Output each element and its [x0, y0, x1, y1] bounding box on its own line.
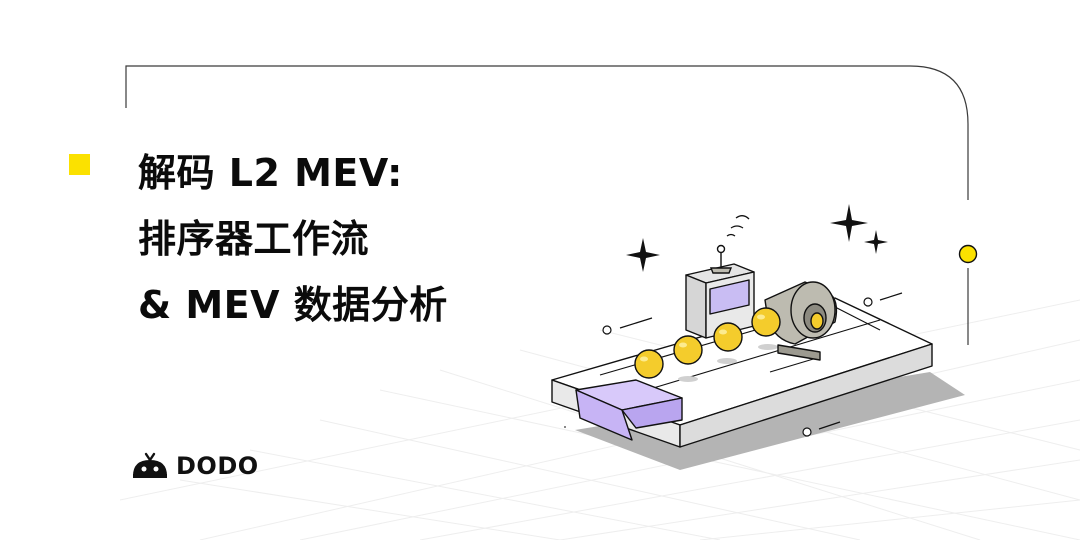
circle-dot-icon — [802, 427, 812, 437]
accent-square — [69, 154, 90, 175]
title-line-1: 解码 L2 MEV: — [138, 151, 403, 195]
antenna-icon — [709, 244, 733, 274]
coin-icon — [713, 322, 743, 352]
dodo-logo: DODO — [130, 452, 259, 480]
coin-icon — [634, 349, 664, 379]
dodo-bird-logo-icon — [133, 452, 167, 478]
coin-dispenser — [764, 281, 838, 361]
coin-icon — [751, 307, 781, 337]
circle-dot-icon — [602, 325, 612, 335]
screen-panel — [709, 279, 750, 315]
purple-card — [575, 379, 683, 441]
frame-dot-icon — [958, 244, 978, 264]
sparkle-icon — [830, 204, 868, 242]
page-title: 解码 L2 MEV: 排序器工作流 & MEV 数据分析 — [138, 140, 448, 338]
sparkle-icon — [864, 230, 888, 254]
circle-dot-icons — [602, 292, 903, 437]
title-line-2: 排序器工作流 — [138, 217, 370, 261]
circle-dot-icon — [863, 297, 873, 307]
sparkle-icon — [626, 238, 660, 272]
title-line-3: & MEV 数据分析 — [138, 283, 448, 327]
platform-shadow — [575, 372, 965, 470]
sparkles — [626, 204, 888, 272]
logo-text: DODO — [176, 452, 259, 480]
coin-shadows — [678, 344, 778, 382]
coin-icon — [673, 335, 703, 365]
signal-wave-icon — [726, 215, 750, 237]
